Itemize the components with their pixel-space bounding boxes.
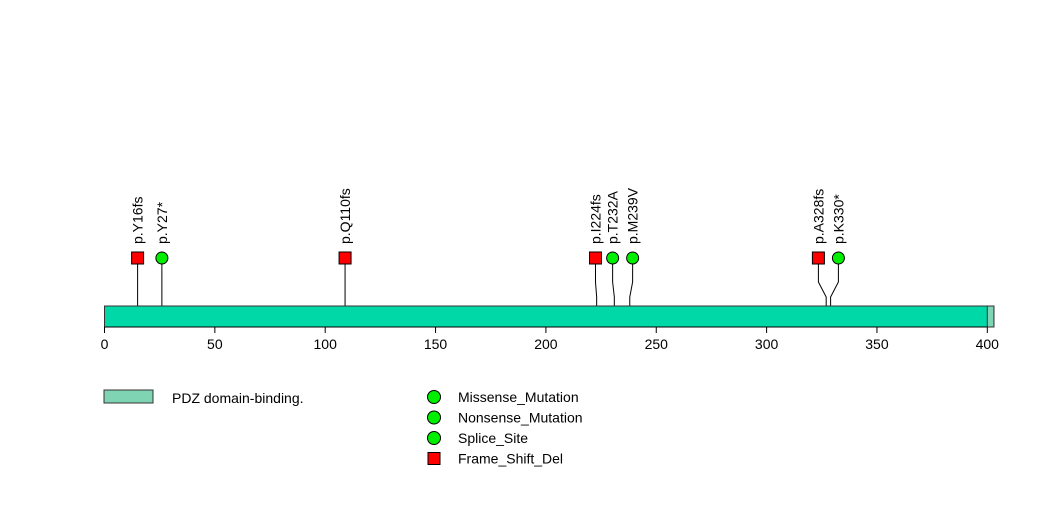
mutation-legend-label: Splice_Site <box>458 430 528 446</box>
mutation-label: p.A328fs <box>810 189 826 244</box>
mutation-head-circle <box>626 251 640 265</box>
mutation-legend-label: Missense_Mutation <box>458 389 579 405</box>
domain-legend-label: PDZ domain-binding. <box>172 390 304 406</box>
stem-p.M239V <box>629 258 634 306</box>
mutation-label: p.M239V <box>625 187 641 244</box>
stem-p.A328fs <box>817 258 827 306</box>
x-tick-label: 350 <box>865 336 889 352</box>
stem-p.T232A <box>612 258 615 306</box>
x-tick-label: 150 <box>424 336 448 352</box>
mutation-head-circle <box>606 251 620 265</box>
x-tick-label: 400 <box>976 336 1000 352</box>
protein-backbone <box>104 305 995 328</box>
mutation-label: p.Y27* <box>154 201 170 244</box>
legend-circle-icon <box>427 431 441 445</box>
x-tick-label: 200 <box>534 336 558 352</box>
stem-p.K330* <box>830 258 839 306</box>
mutation-label: p.K330* <box>830 194 846 244</box>
mutation-label: p.T232A <box>605 190 621 244</box>
mutation-head-circle <box>155 251 169 265</box>
mutation-legend: Missense_MutationNonsense_MutationSplice… <box>427 389 583 467</box>
lollipop-heads <box>131 251 845 265</box>
x-tick-label: 0 <box>101 336 109 352</box>
domain-block <box>986 305 995 328</box>
mutation-head-circle <box>831 251 845 265</box>
legend-square-icon <box>427 452 441 465</box>
mutation-legend-label: Frame_Shift_Del <box>458 451 563 467</box>
mutation-head-square <box>338 251 352 265</box>
legend-circle-icon <box>427 390 441 404</box>
mutation-head-square <box>588 251 602 265</box>
mutation-label: p.Y16fs <box>130 197 146 244</box>
x-tick-label: 300 <box>755 336 779 352</box>
mutation-head-square <box>811 251 825 265</box>
domain-legend-swatch <box>103 389 154 404</box>
mutation-head-square <box>131 251 145 265</box>
lollipop-stems <box>137 258 839 306</box>
x-axis: 0 50 100 150 200 250 300 350 400 <box>101 326 1000 352</box>
domain-legend: PDZ domain-binding. <box>103 389 304 406</box>
mutation-label: p.Q110fs <box>337 188 353 244</box>
stem-p.I224fs <box>594 258 598 306</box>
legend-circle-icon <box>427 410 441 425</box>
x-tick-label: 100 <box>314 336 338 352</box>
x-tick-label: 250 <box>645 336 669 352</box>
mutation-label: p.I224fs <box>587 194 603 244</box>
mutation-legend-label: Nonsense_Mutation <box>458 410 583 426</box>
protein-bar <box>104 305 995 328</box>
x-tick-label: 50 <box>207 336 223 352</box>
